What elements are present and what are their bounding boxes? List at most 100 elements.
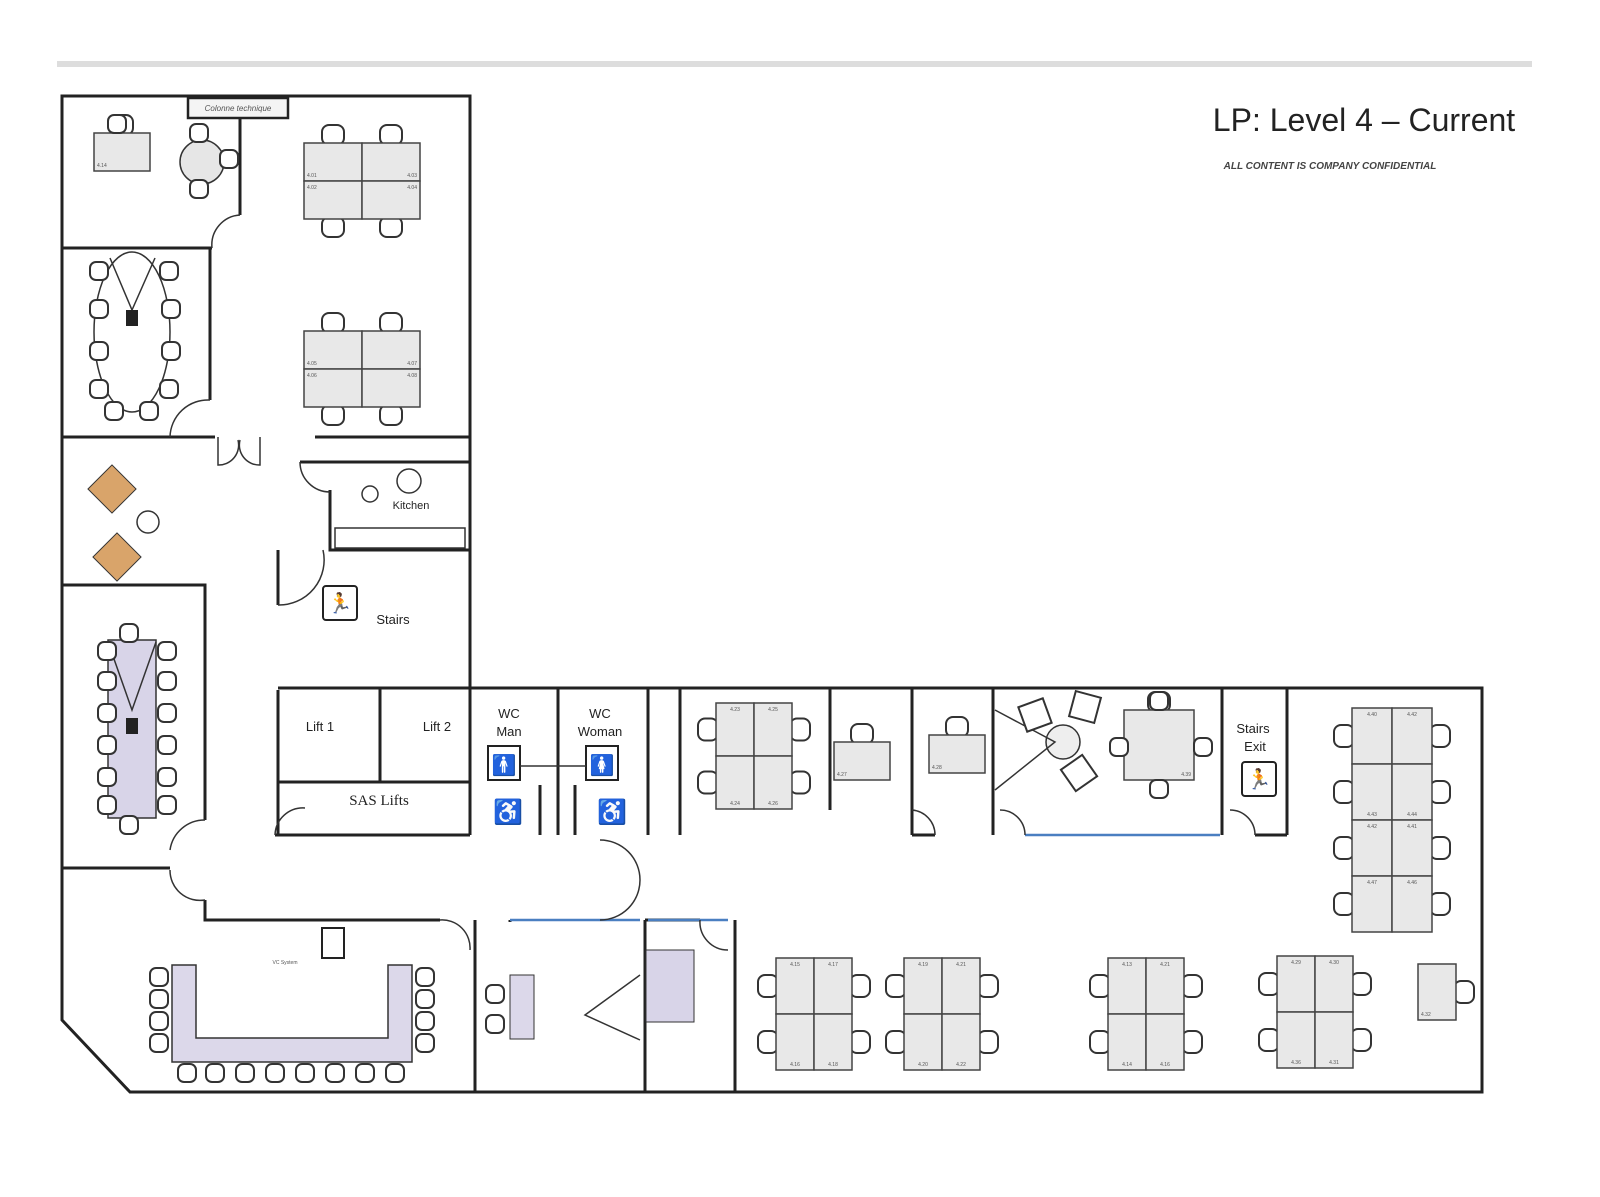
round-table bbox=[179, 139, 225, 185]
wc-woman-label-2: Woman bbox=[578, 724, 623, 739]
chair bbox=[1181, 974, 1203, 998]
desk-label: 4.22 bbox=[956, 1062, 966, 1068]
desk[interactable]: 4.26 bbox=[753, 755, 811, 810]
desk-label: 4.06 bbox=[307, 373, 317, 379]
chair bbox=[1193, 737, 1213, 757]
desk-label: 4.14 bbox=[97, 163, 107, 169]
chair bbox=[757, 974, 779, 998]
desk-label: 4.18 bbox=[828, 1062, 838, 1068]
oval-meeting-table bbox=[93, 251, 171, 413]
desk[interactable]: 4.22 bbox=[941, 1013, 999, 1071]
desk-label: 4.13 bbox=[1122, 962, 1132, 968]
desk[interactable]: 4.30 bbox=[1314, 955, 1372, 1013]
desk[interactable]: 4.19 bbox=[885, 957, 943, 1015]
desk[interactable]: 4.32 bbox=[1417, 963, 1475, 1021]
vc-system-label: VC System bbox=[272, 960, 297, 966]
chair bbox=[789, 717, 811, 742]
stairs-exit-label: Stairs bbox=[1236, 721, 1270, 736]
chair bbox=[295, 1063, 315, 1083]
storage-unit bbox=[645, 949, 695, 1023]
desk-label: 4.20 bbox=[918, 1062, 928, 1068]
chair bbox=[945, 716, 969, 738]
chair bbox=[1350, 972, 1372, 996]
desk-surface bbox=[753, 755, 793, 810]
desk[interactable]: 4.16 bbox=[1145, 1013, 1203, 1071]
desk[interactable]: 4.08 bbox=[361, 368, 421, 426]
desk[interactable]: 4.06 bbox=[303, 368, 363, 426]
desk[interactable]: 4.42 bbox=[1333, 819, 1393, 877]
internal-walls bbox=[62, 96, 1289, 1092]
chair bbox=[849, 1030, 871, 1054]
desk[interactable]: 4.47 bbox=[1333, 875, 1393, 933]
desk-surface bbox=[928, 734, 986, 774]
desk[interactable]: 4.23 bbox=[697, 702, 755, 757]
desk[interactable]: 4.20 bbox=[885, 1013, 943, 1071]
desk[interactable]: 4.44 bbox=[1391, 763, 1451, 821]
chair bbox=[149, 989, 169, 1009]
desk[interactable]: 4.04 bbox=[361, 180, 421, 238]
chair bbox=[757, 1030, 779, 1054]
desk[interactable]: 4.31 bbox=[1314, 1011, 1372, 1069]
chair bbox=[157, 767, 177, 787]
desk-surface bbox=[715, 755, 755, 810]
chair bbox=[321, 404, 345, 426]
desk[interactable]: 4.17 bbox=[813, 957, 871, 1015]
desk[interactable]: 4.36 bbox=[1258, 1011, 1316, 1069]
chair bbox=[1429, 836, 1451, 860]
desk-surface bbox=[941, 1013, 981, 1071]
wheelchair-icon: ♿ bbox=[597, 798, 627, 826]
desk[interactable]: 4.25 bbox=[753, 702, 811, 757]
desk[interactable]: 4.01 bbox=[303, 124, 363, 182]
chair bbox=[849, 974, 871, 998]
desk-surface bbox=[1391, 707, 1433, 765]
desk[interactable]: 4.46 bbox=[1391, 875, 1451, 933]
confidential-notice: ALL CONTENT IS COMPANY CONFIDENTIAL bbox=[1223, 161, 1437, 172]
chair bbox=[415, 967, 435, 987]
chair bbox=[977, 974, 999, 998]
desk[interactable]: 4.29 bbox=[1258, 955, 1316, 1013]
wc-man-label-2: Man bbox=[496, 724, 521, 739]
running-man-icon: 🏃 bbox=[1247, 767, 1272, 791]
desk[interactable]: 4.28 bbox=[928, 716, 986, 774]
desk[interactable]: 4.40 bbox=[1333, 707, 1393, 765]
desk[interactable]: 4.42 bbox=[1391, 707, 1451, 765]
desk-surface bbox=[1417, 963, 1457, 1021]
desk-surface bbox=[1107, 1013, 1147, 1071]
desk[interactable]: 4.15 bbox=[757, 957, 815, 1015]
desk-surface bbox=[1391, 819, 1433, 877]
desk-label: 4.01 bbox=[307, 173, 317, 179]
chair bbox=[885, 974, 907, 998]
desk[interactable]: 4.41 bbox=[1391, 819, 1451, 877]
desk[interactable]: 4.02 bbox=[303, 180, 363, 238]
chair bbox=[379, 124, 403, 146]
desk-surface bbox=[93, 132, 151, 172]
desk-label: 4.07 bbox=[407, 361, 417, 367]
emergency-exit-icon bbox=[1241, 761, 1277, 797]
desk[interactable]: 4.27 bbox=[833, 723, 891, 781]
desk[interactable]: 4.21 bbox=[1145, 957, 1203, 1015]
desk[interactable]: 4.13 bbox=[1089, 957, 1147, 1015]
chair bbox=[1333, 780, 1355, 804]
stairs-exit-label-2: Exit bbox=[1244, 739, 1266, 754]
desk[interactable]: 4.05 bbox=[303, 312, 363, 370]
chair bbox=[157, 703, 177, 723]
chair bbox=[321, 216, 345, 238]
desk[interactable]: 4.18 bbox=[813, 1013, 871, 1071]
chair bbox=[1453, 980, 1475, 1004]
chair bbox=[97, 767, 117, 787]
desk-surface bbox=[1145, 1013, 1185, 1071]
desk[interactable]: 4.03 bbox=[361, 124, 421, 182]
desk-label: 4.05 bbox=[307, 361, 317, 367]
desk[interactable]: 4.14 bbox=[1089, 1013, 1147, 1071]
desk[interactable]: 4.07 bbox=[361, 312, 421, 370]
chair bbox=[1429, 724, 1451, 748]
chair bbox=[104, 401, 124, 421]
vc-system-icon bbox=[321, 927, 345, 959]
desk[interactable]: 4.16 bbox=[757, 1013, 815, 1071]
desk[interactable]: 4.21 bbox=[941, 957, 999, 1015]
chair bbox=[235, 1063, 255, 1083]
desk-label: 4.24 bbox=[730, 801, 740, 807]
desk[interactable]: 4.43 bbox=[1333, 763, 1393, 821]
chair bbox=[321, 124, 345, 146]
desk[interactable]: 4.24 bbox=[697, 755, 755, 810]
